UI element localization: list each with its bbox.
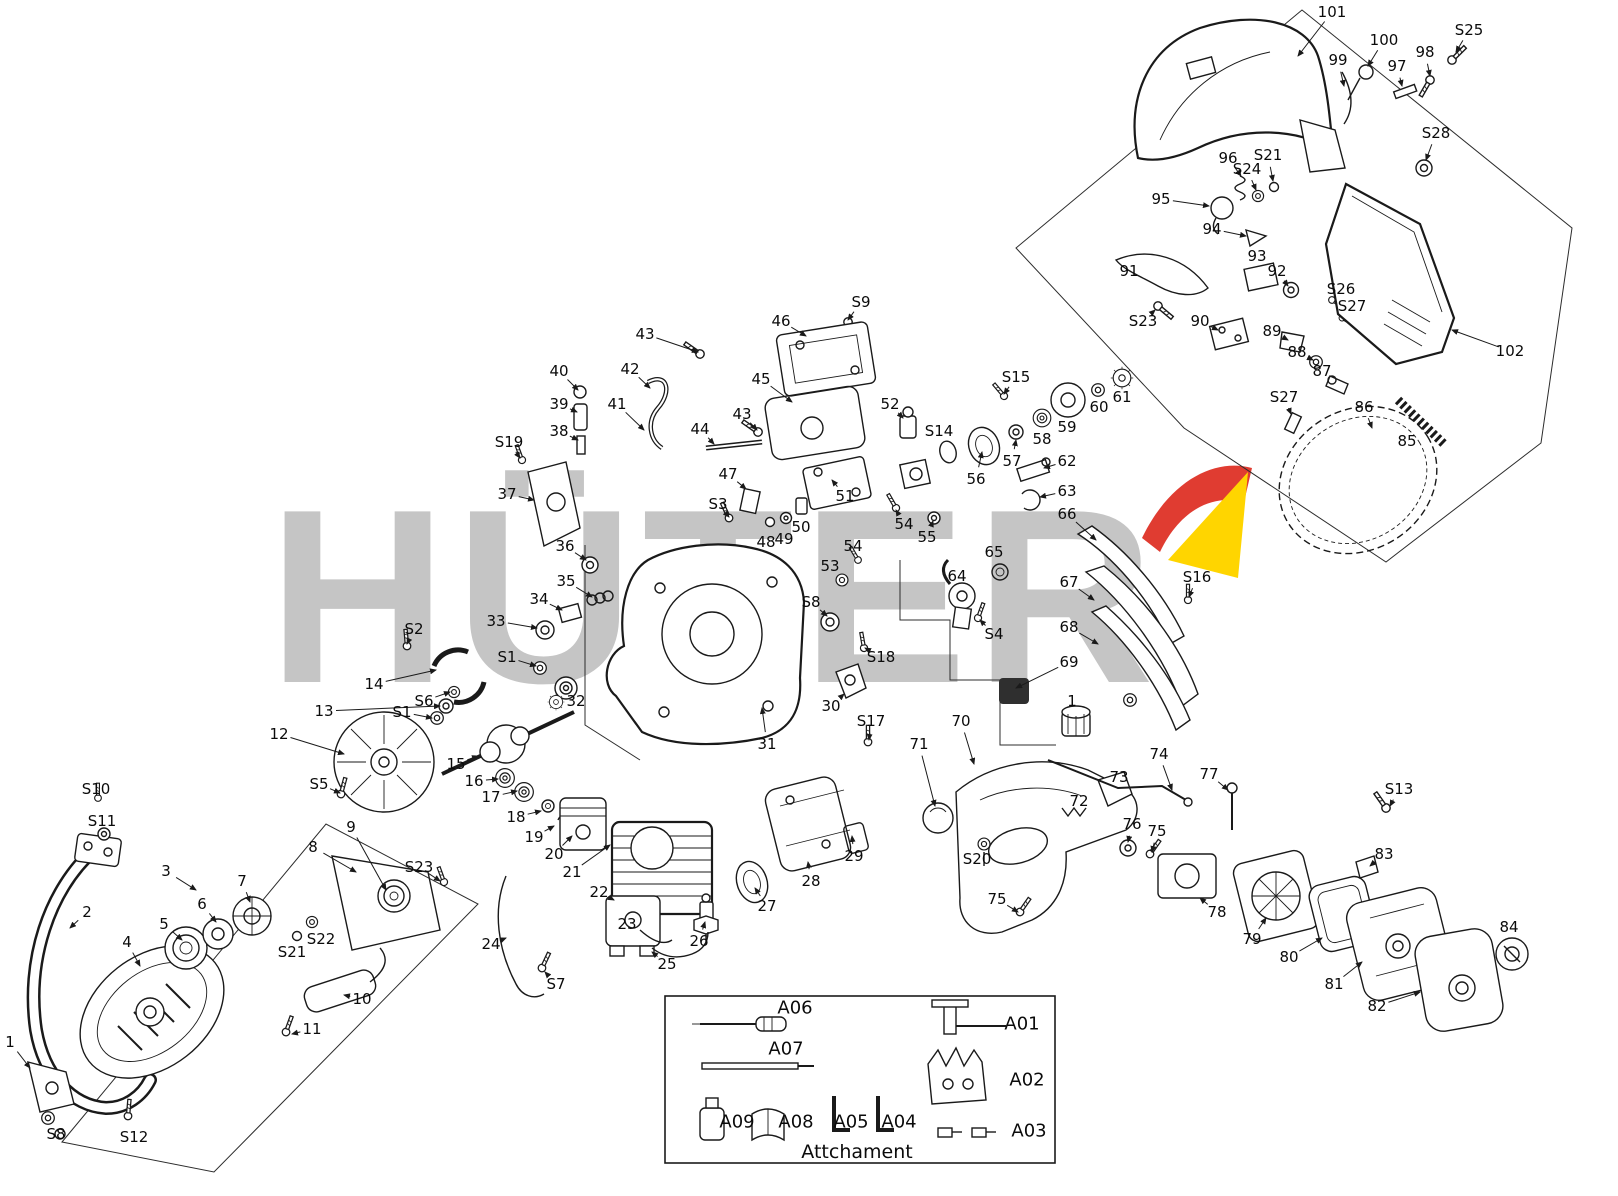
clutch-drum-row-drawing xyxy=(820,366,1134,747)
leader-lines xyxy=(16,21,1499,1069)
crankcase-engine-drawing xyxy=(333,543,869,998)
carburetor-and-plates-drawing xyxy=(512,316,1010,640)
brand-flag-yellow xyxy=(1168,472,1248,578)
hex-key-icon xyxy=(832,1096,850,1132)
manual-book-icon xyxy=(751,1108,785,1142)
oil-bottle-icon xyxy=(699,1097,725,1141)
starter-and-front-handle-drawing xyxy=(26,782,450,1140)
group-boundaries xyxy=(61,9,1573,1173)
attachment-box xyxy=(664,995,1056,1164)
bumper-spike-icon xyxy=(927,1046,987,1105)
screwdriver-icon xyxy=(692,1016,787,1032)
flat-file-icon xyxy=(701,1062,814,1070)
hex-key-icon xyxy=(876,1096,894,1132)
brand-accent xyxy=(1142,465,1252,578)
socket-wrench-icon xyxy=(931,999,1006,1035)
connector-icon xyxy=(937,1127,996,1138)
top-handle-assembly-drawing xyxy=(1114,18,1469,555)
brand-swoosh-red xyxy=(1142,465,1252,552)
rear-handle-and-filter-drawing xyxy=(922,525,1529,1032)
